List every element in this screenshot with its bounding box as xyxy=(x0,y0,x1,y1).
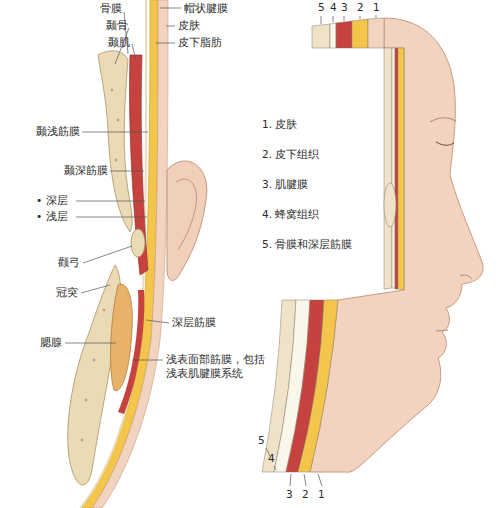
callout-number: 3 xyxy=(286,488,293,502)
callout-number: 5 xyxy=(318,1,325,15)
anatomy-label: 腮腺 xyxy=(40,336,62,350)
anatomy-label: • 深层 xyxy=(36,194,68,208)
callout-leaders xyxy=(266,15,376,486)
middle-layer-strip xyxy=(384,48,404,290)
skin-layer xyxy=(92,0,168,508)
callout-number: 5 xyxy=(258,434,265,448)
callout-number: 3 xyxy=(341,1,348,15)
legend-item: 1. 皮肤 xyxy=(262,118,297,132)
legend-item: 2. 皮下组织 xyxy=(262,148,319,162)
ear-fold xyxy=(176,179,196,250)
temporal-bone xyxy=(98,51,132,232)
anatomy-label: 深层筋膜 xyxy=(172,316,216,330)
legend-item: 4. 蜂窝组织 xyxy=(262,208,319,222)
anatomy-label: 浅表面部筋膜，包括 浅表肌腱膜系统 xyxy=(166,353,266,380)
anatomy-label: 皮肤 xyxy=(178,19,200,33)
lip-line xyxy=(436,330,448,331)
callout-number: 2 xyxy=(302,488,309,502)
eyebrow xyxy=(430,118,456,122)
anatomy-label: 骨膜 xyxy=(100,2,122,16)
temporalis-muscle xyxy=(129,55,148,275)
parotid-gland xyxy=(111,284,133,390)
nostril xyxy=(460,275,472,279)
anatomy-label: • 浅层 xyxy=(36,210,68,224)
anatomy-label: 冠突 xyxy=(56,286,78,300)
anatomy-label: 颞肌 xyxy=(108,36,130,50)
legend-item: 3. 肌腱膜 xyxy=(262,178,308,192)
bone-texture xyxy=(81,89,120,442)
callout-number: 1 xyxy=(318,488,325,502)
left-section xyxy=(65,0,207,508)
anatomy-label: 颞深筋膜 xyxy=(64,164,108,178)
anatomy-label: 颧弓 xyxy=(58,256,80,270)
right-section xyxy=(262,15,483,486)
eye xyxy=(436,142,454,145)
legend-item: 5. 骨膜和深层筋膜 xyxy=(262,238,352,252)
top-layer-stack xyxy=(312,18,384,48)
anatomy-label: 颞浅筋膜 xyxy=(36,125,80,139)
leader-lines xyxy=(65,8,181,360)
anatomy-label: 皮下脂肪 xyxy=(178,36,222,50)
ear xyxy=(167,161,207,280)
callout-number: 4 xyxy=(330,1,337,15)
callout-number: 2 xyxy=(357,1,364,15)
zygomatic-arch xyxy=(131,229,145,257)
callout-number: 1 xyxy=(373,1,380,15)
callout-number: 4 xyxy=(268,452,275,466)
bottom-layer-stack xyxy=(262,300,338,472)
anatomy-label: 颞骨 xyxy=(106,19,128,33)
anatomy-label: 帽状腱膜 xyxy=(184,2,228,16)
